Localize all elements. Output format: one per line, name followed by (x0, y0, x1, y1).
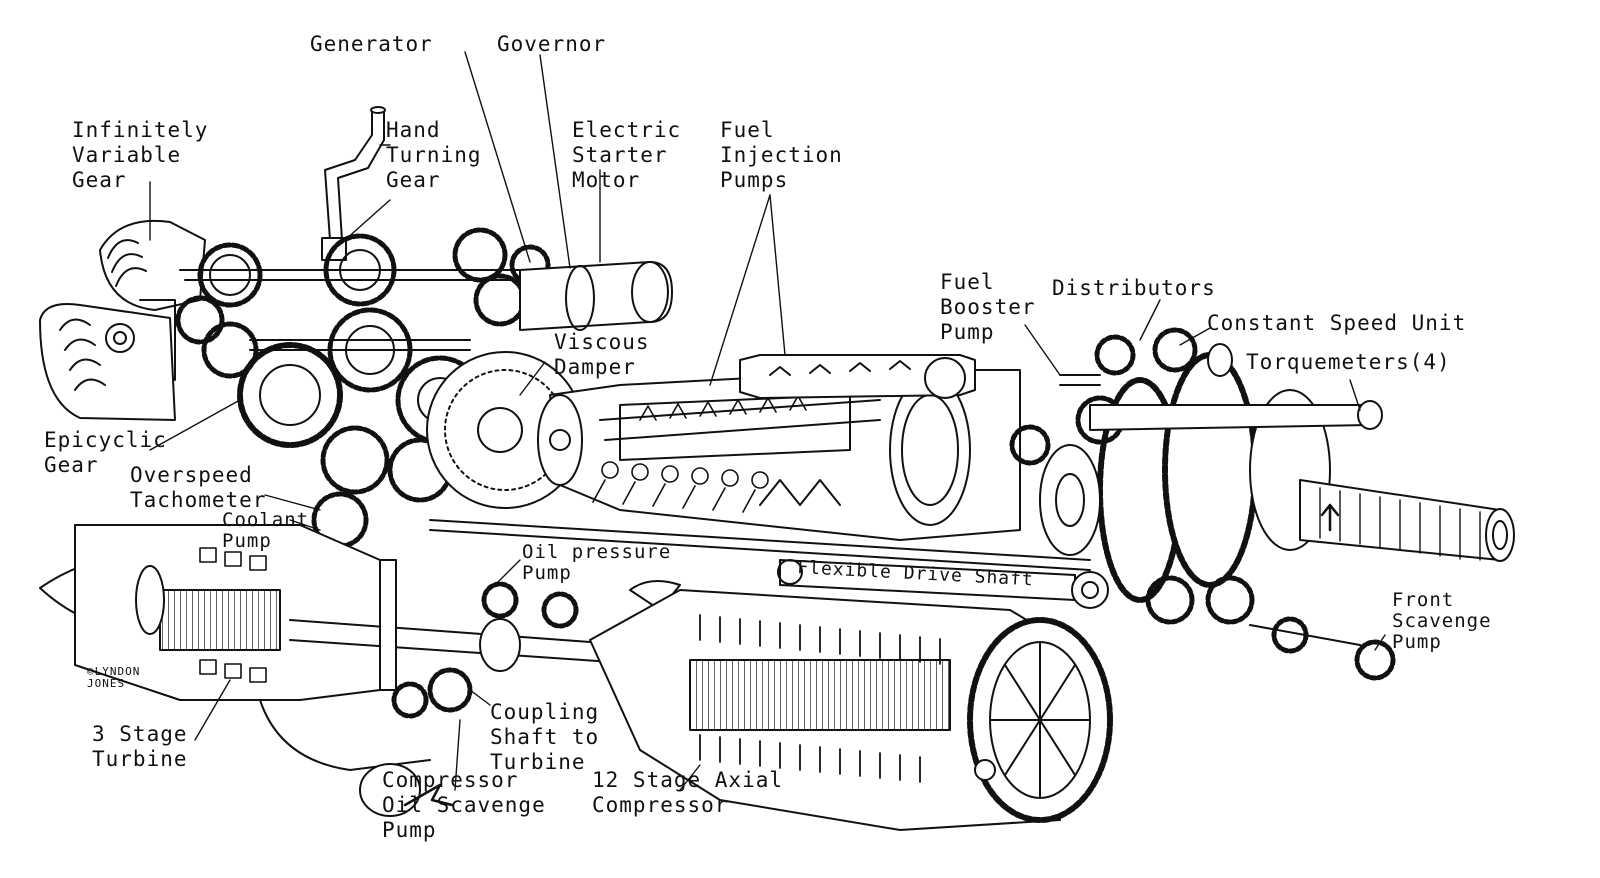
label-epicyclic-gear: Epicyclic Gear (44, 428, 167, 477)
label-infinitely-variable-gear: Infinitely Variable Gear (72, 118, 209, 192)
label-fuel-booster-pump: Fuel Booster Pump (940, 270, 1036, 344)
turbine-assembly (39, 524, 454, 817)
label-axial-compressor: 12 Stage Axial Compressor (592, 768, 784, 817)
label-torquemeters: Torquemeters(4) (1246, 350, 1451, 374)
label-oil-pressure-pump: Oil pressure Pump (522, 541, 672, 584)
label-governor: Governor (497, 32, 607, 56)
label-electric-starter-motor: Electric Starter Motor (572, 118, 682, 192)
label-hand-turning-gear: Hand Turning Gear (386, 118, 482, 192)
copyright-signature: ©LYNDON JONES (87, 665, 141, 690)
label-constant-speed-unit: Constant Speed Unit (1207, 311, 1467, 335)
fuel-injection-camshaft (739, 354, 976, 399)
flexible-drive-shaft (429, 519, 1109, 609)
label-compressor-oil-scavenge-pump: Compressor Oil Scavenge Pump (382, 768, 546, 842)
label-coolant-pump: Coolant Pump (222, 509, 310, 552)
engine-crankcase (537, 369, 1021, 541)
infinitely-variable-gear (39, 219, 206, 421)
front-scavenge-pump (1249, 616, 1396, 681)
label-coupling-shaft: Coupling Shaft to Turbine (490, 700, 600, 774)
reduction-gear-stack (1009, 352, 1331, 625)
label-generator: Generator (310, 32, 433, 56)
constant-speed-unit (1059, 327, 1233, 386)
electric-starter-motor (519, 261, 673, 331)
propeller-output-shaft (1299, 479, 1515, 562)
label-distributors: Distributors (1052, 276, 1216, 300)
torquemeter-shaft (1089, 400, 1383, 431)
oil-pressure-pump (481, 580, 681, 629)
label-overspeed-tachometer: Overspeed Tachometer (130, 463, 267, 512)
axial-compressor (589, 589, 1113, 831)
label-three-stage-turbine: 3 Stage Turbine (92, 722, 188, 771)
leader-lines (149, 51, 1386, 791)
label-fuel-injection-pumps: Fuel Injection Pumps (720, 118, 843, 192)
label-viscous-damper: Viscous Damper (554, 330, 650, 379)
label-front-scavenge-pump: Front Scavenge Pump (1392, 589, 1492, 653)
